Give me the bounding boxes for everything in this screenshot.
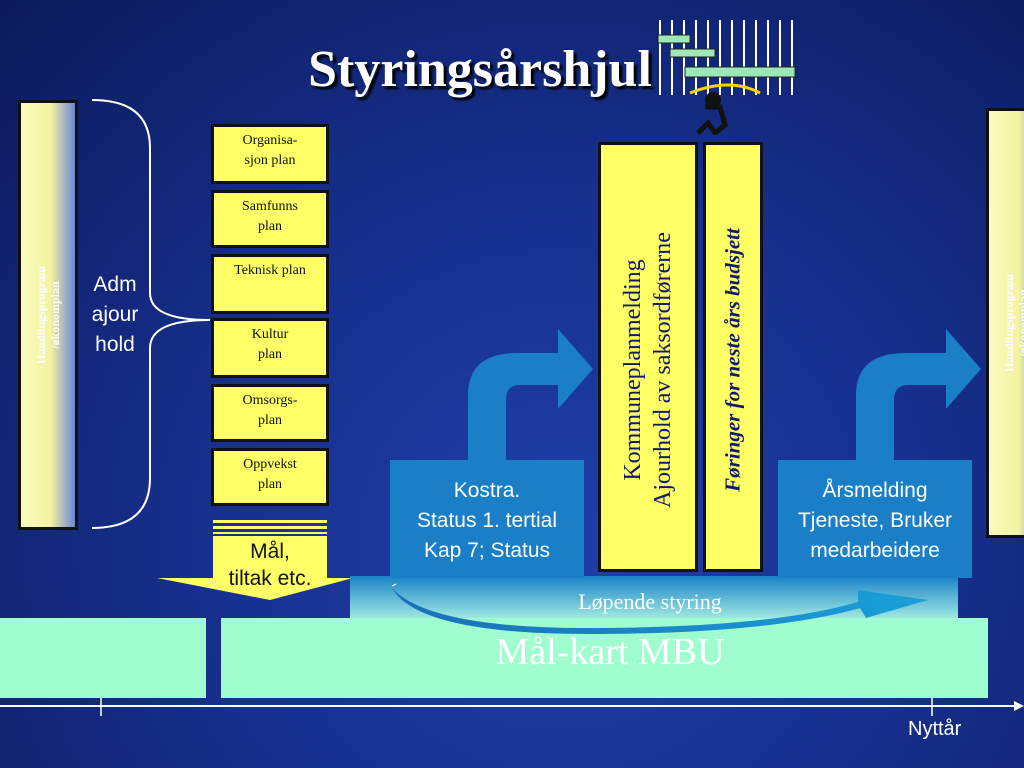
maal-line2: tiltak etc. — [228, 567, 312, 590]
plan-box-omsorg: Omsorgs- plan — [211, 384, 329, 442]
left-bar-line1: Handlingsprogram — [34, 266, 48, 364]
kostra-line2: Status 1. tertial — [416, 509, 558, 532]
adm-line1: Adm — [93, 273, 137, 296]
arsmelding-line1: Årsmelding — [822, 479, 928, 502]
adm-line3: hold — [95, 333, 135, 356]
maal-tiltak-arrow — [157, 520, 353, 600]
plan-line1: Omsorgs- — [242, 393, 298, 408]
curved-arrow-left-icon — [468, 329, 593, 465]
adm-ajour-hold-label: Adm ajour hold — [80, 270, 150, 360]
plan-line2: plan — [257, 219, 283, 234]
scaffold-figure-clipart — [657, 20, 796, 135]
left-bar-line2: /økonomplan — [48, 281, 62, 349]
right-bar-line1: Handlingsprogram — [1002, 274, 1016, 372]
left-handlingsprogram-bar: Handlingsprogram /økonomplan — [18, 100, 78, 530]
plan-box-samfunn: Samfunns plan — [211, 190, 329, 248]
plan-line2: plan — [257, 477, 283, 492]
foringer-column: Føringer for neste års budsjett — [703, 142, 763, 572]
kommuneplan-line2: Ajourhold av saksordførerne — [650, 232, 676, 508]
lopende-styring-label: Løpende styring — [578, 589, 722, 614]
mal-kart-label: Mål-kart MBU — [495, 631, 725, 673]
plan-line2: sjon plan — [244, 153, 296, 168]
plan-line1: Teknisk plan — [234, 263, 306, 278]
timeline-axis — [0, 698, 1024, 716]
adm-line2: ajour — [91, 303, 139, 326]
maal-line1: Mål, — [250, 540, 290, 563]
plan-box-organisasjon: Organisa- sjon plan — [211, 124, 329, 184]
right-bar-line2: /økonomplan — [1016, 289, 1024, 357]
kommuneplanmelding-column: Kommuneplanmelding Ajourhold av saksordf… — [598, 142, 698, 572]
plan-line1: Kultur — [251, 327, 289, 342]
plan-box-teknisk: Teknisk plan — [211, 254, 329, 314]
lopende-styring-band — [350, 576, 958, 618]
arsmelding-box: Årsmelding Tjeneste, Bruker medarbeidere — [778, 460, 972, 578]
right-handlingsprogram-bar: Handlingsprogram /økonomplan — [986, 108, 1024, 538]
kostra-box: Kostra. Status 1. tertial Kap 7; Status — [390, 460, 584, 578]
plan-box-kultur: Kultur plan — [211, 318, 329, 378]
kommuneplan-line1: Kommuneplanmelding — [620, 259, 646, 481]
curly-brace — [91, 99, 211, 529]
plan-box-oppvekst: Oppvekst plan — [211, 448, 329, 506]
page-title: Styringsårshjul — [308, 41, 652, 98]
curved-arrow-right-icon — [856, 329, 981, 465]
green-bar-left — [0, 618, 206, 698]
plan-line1: Oppvekst — [243, 457, 297, 472]
kostra-line1: Kostra. — [453, 479, 521, 502]
lopende-flow-arrow — [391, 583, 928, 634]
plan-line1: Organisa- — [242, 133, 298, 148]
kostra-line3: Kap 7; Status — [423, 539, 551, 562]
plan-line1: Samfunns — [242, 199, 298, 214]
foringer-label: Føringer for neste års budsjett — [720, 228, 745, 492]
plan-line2: plan — [257, 413, 283, 428]
arsmelding-line3: medarbeidere — [810, 539, 940, 562]
timeline-nyttar-label: Nyttår — [908, 718, 962, 740]
arsmelding-line2: Tjeneste, Bruker — [797, 509, 953, 532]
maal-tiltak-label: Mål, tiltak etc. — [213, 538, 327, 592]
plan-line2: plan — [257, 347, 283, 362]
